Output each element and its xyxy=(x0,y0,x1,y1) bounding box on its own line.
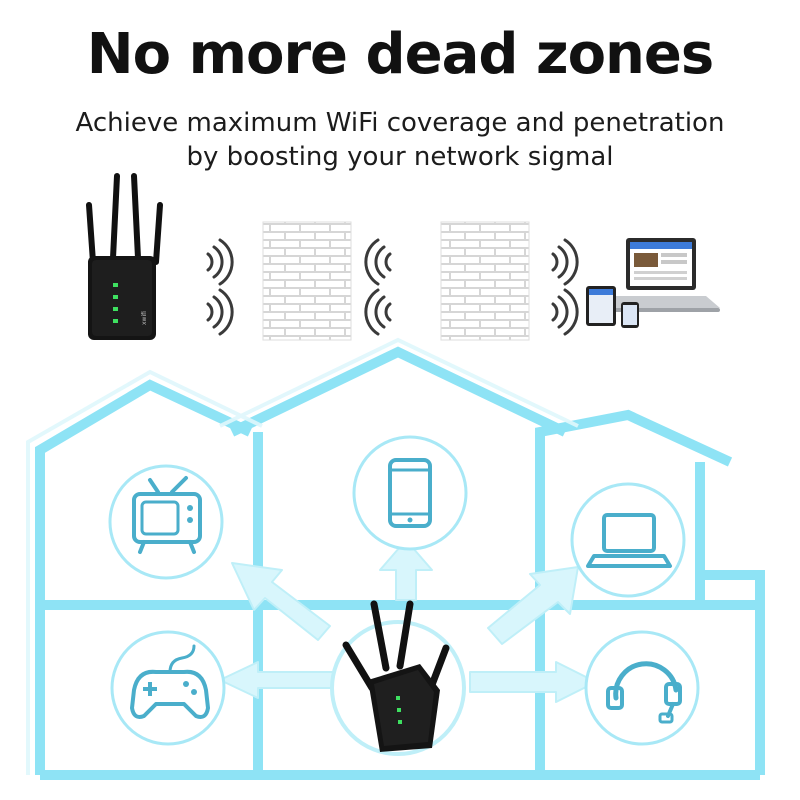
laptop-devices-image xyxy=(586,238,720,328)
gamepad-icon xyxy=(110,630,226,746)
subheadline-line-1: Achieve maximum WiFi coverage and penetr… xyxy=(75,108,725,138)
extender-center xyxy=(330,600,466,756)
svg-text:xwifi: xwifi xyxy=(141,311,148,325)
tv-icon xyxy=(108,464,224,580)
headphones-icon xyxy=(584,630,700,746)
brick-wall xyxy=(440,221,530,341)
brick-wall xyxy=(262,221,352,341)
headline: No more dead zones xyxy=(86,22,714,87)
subheadline-line-2: by boosting your network sigmal xyxy=(186,142,614,172)
signal-arrows xyxy=(219,539,597,703)
extender-small: xwifi xyxy=(86,173,163,340)
smartphone-icon xyxy=(352,435,468,551)
laptop-icon xyxy=(570,482,686,598)
